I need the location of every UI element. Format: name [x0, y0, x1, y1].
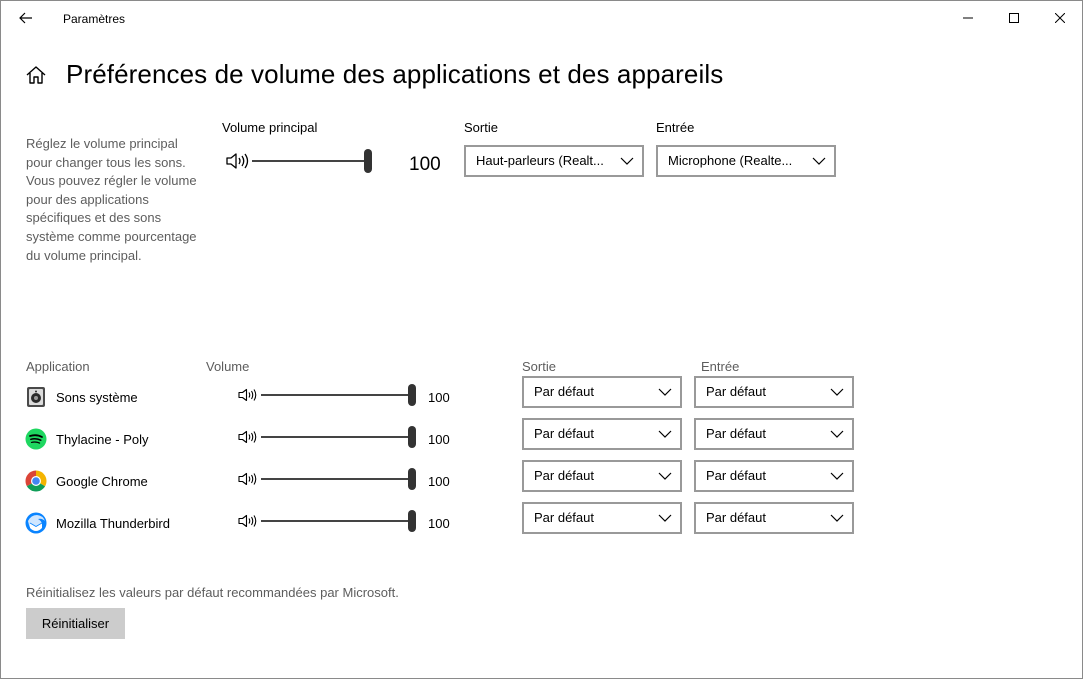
output-device-dropdown[interactable]: Haut-parleurs (Realt...: [464, 145, 644, 177]
slider-track: [261, 520, 412, 522]
chevron-down-icon: [830, 514, 844, 522]
app-volume-value: 100: [428, 474, 450, 489]
app-output-dropdown[interactable]: Par défaut: [522, 502, 682, 534]
app-output-value: Par défaut: [534, 426, 594, 441]
input-device-dropdown[interactable]: Microphone (Realte...: [656, 145, 836, 177]
app-name: Thylacine - Poly: [56, 432, 149, 447]
slider-thumb[interactable]: [408, 426, 416, 448]
header-volume: Volume: [206, 359, 250, 374]
app-name: Mozilla Thunderbird: [56, 516, 170, 531]
slider-track: [252, 160, 368, 162]
app-input-value: Par défaut: [706, 426, 766, 441]
app-volume-slider[interactable]: [261, 510, 416, 532]
slider-thumb[interactable]: [364, 149, 372, 173]
app-volume-slider[interactable]: [261, 426, 416, 448]
app-output-dropdown[interactable]: Par défaut: [522, 418, 682, 450]
back-button[interactable]: [11, 5, 41, 31]
app-output-value: Par défaut: [534, 384, 594, 399]
app-input-value: Par défaut: [706, 384, 766, 399]
close-button[interactable]: [1037, 1, 1083, 35]
app-output-dropdown[interactable]: Par défaut: [522, 376, 682, 408]
app-output-dropdown[interactable]: Par défaut: [522, 460, 682, 492]
speaker-icon[interactable]: [238, 387, 258, 403]
thunderbird-icon: [25, 512, 47, 534]
page-title: Préférences de volume des applications e…: [66, 59, 724, 89]
app-input-value: Par défaut: [706, 468, 766, 483]
output-label: Sortie: [464, 120, 498, 135]
app-name: Sons système: [56, 390, 138, 405]
app-volume-slider[interactable]: [261, 468, 416, 490]
spotify-icon: [25, 428, 47, 450]
maximize-icon: [1009, 13, 1019, 23]
slider-track: [261, 478, 412, 480]
reset-button[interactable]: Réinitialiser: [26, 608, 125, 639]
master-volume-slider[interactable]: [252, 149, 372, 173]
slider-track: [261, 436, 412, 438]
input-device-value: Microphone (Realte...: [668, 153, 793, 168]
input-label: Entrée: [656, 120, 695, 135]
app-output-value: Par défaut: [534, 468, 594, 483]
slider-track: [261, 394, 412, 396]
chevron-down-icon: [658, 430, 672, 438]
reset-description: Réinitialisez les valeurs par défaut rec…: [26, 585, 399, 600]
app-output-value: Par défaut: [534, 510, 594, 525]
slider-thumb[interactable]: [408, 384, 416, 406]
slider-thumb[interactable]: [408, 510, 416, 532]
header-application: Application: [26, 359, 90, 374]
minimize-button[interactable]: [945, 1, 991, 35]
master-volume-value: 100: [409, 154, 441, 175]
chevron-down-icon: [830, 472, 844, 480]
maximize-button[interactable]: [991, 1, 1037, 35]
master-volume-label: Volume principal: [222, 120, 318, 135]
description-text: Réglez le volume principal pour changer …: [26, 136, 197, 263]
app-input-dropdown[interactable]: Par défaut: [694, 418, 854, 450]
slider-thumb[interactable]: [408, 468, 416, 490]
chevron-down-icon: [658, 514, 672, 522]
header-output: Sortie: [522, 359, 556, 374]
chevron-down-icon: [830, 388, 844, 396]
speaker-icon[interactable]: [238, 471, 258, 487]
title-bar: Paramètres: [1, 1, 1082, 35]
header-input: Entrée: [701, 359, 740, 374]
output-device-value: Haut-parleurs (Realt...: [476, 153, 604, 168]
app-input-dropdown[interactable]: Par défaut: [694, 460, 854, 492]
app-volume-value: 100: [428, 432, 450, 447]
window-title: Paramètres: [63, 12, 126, 26]
app-row-system-sounds: Sons système 100 Par défaut Par défaut: [1, 376, 1001, 425]
speaker-icon[interactable]: [238, 513, 258, 529]
app-input-dropdown[interactable]: Par défaut: [694, 376, 854, 408]
app-volume-value: 100: [428, 516, 450, 531]
chevron-down-icon: [830, 430, 844, 438]
chevron-down-icon: [658, 388, 672, 396]
back-arrow-icon: [19, 12, 32, 24]
speaker-icon[interactable]: [225, 151, 249, 171]
app-input-value: Par défaut: [706, 510, 766, 525]
system-sounds-icon: [27, 387, 45, 407]
chrome-icon: [25, 470, 47, 492]
chevron-down-icon: [658, 472, 672, 480]
app-row-spotify: Thylacine - Poly 100 Par défaut Par défa…: [1, 418, 1001, 467]
app-row-chrome: Google Chrome 100 Par défaut Par défaut: [1, 460, 1001, 509]
app-volume-value: 100: [428, 390, 450, 405]
speaker-icon[interactable]: [238, 429, 258, 445]
app-row-thunderbird: Mozilla Thunderbird 100 Par défaut Par d…: [1, 502, 1001, 551]
app-volume-slider[interactable]: [261, 384, 416, 406]
app-input-dropdown[interactable]: Par défaut: [694, 502, 854, 534]
chevron-down-icon: [812, 157, 826, 165]
app-name: Google Chrome: [56, 474, 148, 489]
home-icon[interactable]: [25, 64, 47, 86]
minimize-icon: [963, 17, 973, 19]
close-icon: [1055, 13, 1065, 23]
chevron-down-icon: [620, 157, 634, 165]
